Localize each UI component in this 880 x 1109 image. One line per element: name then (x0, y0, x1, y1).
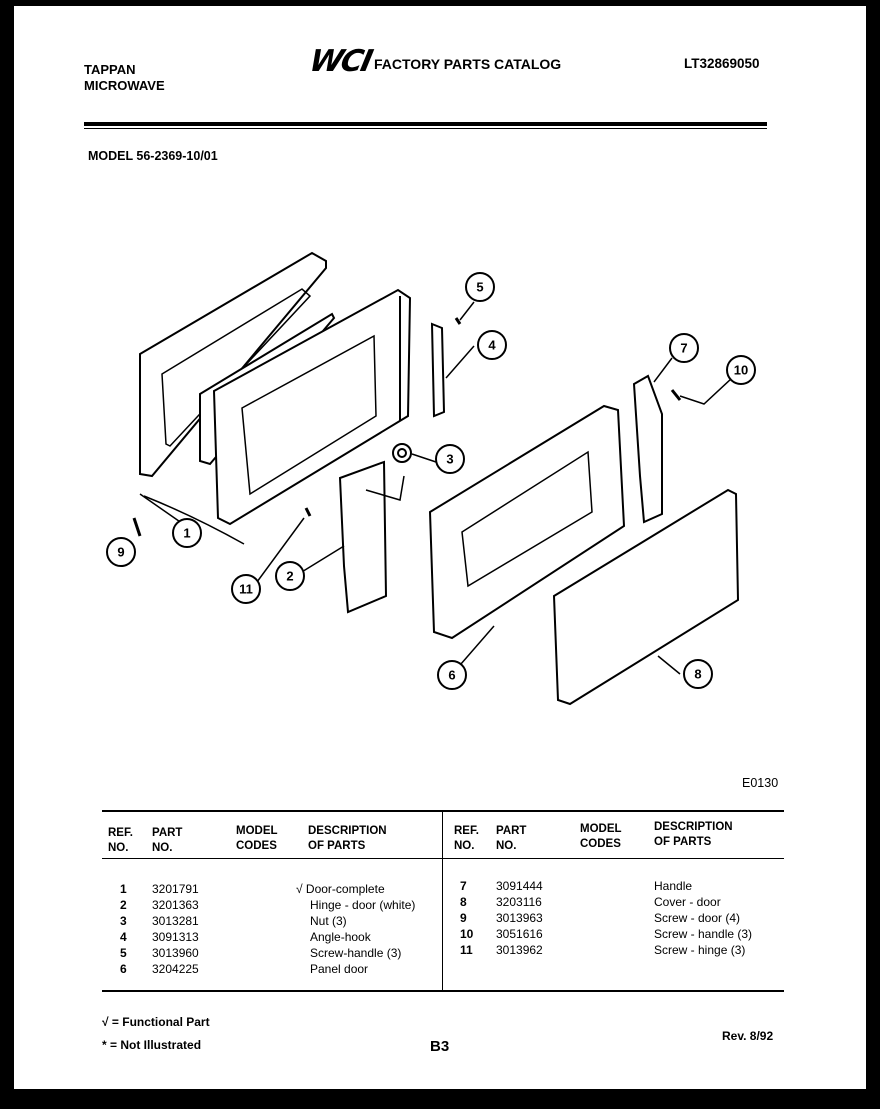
table-cell: 5 (120, 946, 127, 960)
catalog-title: FACTORY PARTS CATALOG (374, 56, 562, 72)
table-cell: 8 (460, 895, 467, 909)
table-cell: 3201791 (152, 882, 199, 896)
table-cell: 3013281 (152, 914, 199, 928)
callout-10 (726, 355, 756, 385)
exploded-diagram: 1 2 3 4 5 6 7 8 9 10 11 (106, 251, 756, 706)
table-cell: 3204225 (152, 962, 199, 976)
table-cell: Hinge - door (white) (310, 898, 416, 912)
callout-11 (231, 574, 261, 604)
callout-1 (172, 518, 202, 548)
brand-block: TAPPAN MICROWAVE (84, 62, 165, 94)
header-rule-thick (84, 122, 767, 126)
right-desc-col: Handle Cover - door Screw - door (4) Scr… (654, 878, 752, 958)
table-cell: Nut (3) (310, 914, 347, 928)
cover-door-part (552, 488, 740, 706)
nut-part (392, 443, 412, 463)
door-outer-frame (139, 251, 327, 478)
callout-9 (106, 537, 136, 567)
table-cell: 11 (460, 943, 473, 957)
right-ref-col: 7 8 9 10 11 (460, 878, 473, 958)
callout-6-label: 6 (448, 668, 455, 683)
table-cell: 3013963 (496, 911, 543, 925)
callout-3-label: 3 (446, 452, 453, 467)
table-cell: 3013960 (152, 946, 199, 960)
table-cell: √ Door-complete (296, 882, 385, 896)
callout-5-label: 5 (476, 280, 483, 295)
model-number: MODEL 56-2369-10/01 (88, 149, 218, 163)
callout-7 (669, 333, 699, 363)
table-header-rule (102, 858, 784, 859)
legend-not-illustrated: * = Not Illustrated (102, 1038, 202, 1052)
table-cell: Angle-hook (310, 930, 371, 944)
page-code: B3 (430, 1038, 450, 1055)
callout-8-label: 8 (694, 667, 701, 682)
col-ref-left: REF.NO. (108, 827, 133, 854)
col-ref-right: REF.NO. (454, 825, 479, 852)
callout-8 (683, 659, 713, 689)
callout-2 (275, 561, 305, 591)
table-cell: 3091444 (496, 879, 543, 893)
callout-9-label: 9 (117, 545, 124, 560)
table-cell: Screw-handle (3) (310, 946, 402, 960)
callout-4-label: 4 (488, 338, 496, 353)
table-cell: 3091313 (152, 930, 199, 944)
handle-part (632, 374, 663, 524)
callout-6 (437, 660, 467, 690)
door-mesh-window (241, 334, 377, 496)
table-cell: 6 (120, 962, 127, 976)
table-cell: 4 (120, 930, 127, 944)
table-cell: 10 (460, 927, 474, 941)
catalog-number: LT32869050 (684, 56, 760, 71)
callout-1-label: 1 (183, 526, 190, 541)
revision: Rev. 8/92 (722, 1029, 774, 1043)
callout-10-label: 10 (734, 363, 748, 378)
table-cell: 9 (460, 911, 467, 925)
table-cell: 3051616 (496, 927, 543, 941)
callout-7-label: 7 (680, 341, 687, 356)
header-rule-thin (84, 128, 767, 129)
panel-door-window (461, 450, 593, 588)
table-top-rule (102, 810, 784, 812)
angle-hook-part (430, 322, 446, 418)
table-cell: 7 (460, 879, 467, 893)
brand-line-1: TAPPAN (84, 62, 136, 77)
table-cell: 3 (120, 914, 127, 928)
figure-code: E0130 (742, 776, 779, 790)
table-divider (442, 812, 443, 990)
callout-5 (465, 272, 495, 302)
left-desc-col: √ Door-complete Hinge - door (white) Nut… (296, 881, 415, 977)
table-cell: Handle (654, 879, 693, 893)
left-ref-col: 1 2 3 4 5 6 (120, 881, 127, 977)
table-cell: Screw - door (4) (654, 911, 741, 925)
table-cell: 2 (120, 898, 127, 912)
table-cell: Screw - handle (3) (654, 927, 753, 941)
catalog-sheet: TAPPAN MICROWAVE WCI FACTORY PARTS CATAL… (14, 6, 866, 1089)
table-cell: 3203116 (496, 895, 542, 909)
table-bottom-rule (102, 990, 784, 992)
callout-3 (435, 444, 465, 474)
table-cell: 1 (120, 882, 127, 896)
legend-functional: √ = Functional Part (102, 1015, 210, 1029)
table-cell: 3013962 (496, 943, 543, 957)
table-cell: Screw - hinge (3) (654, 943, 746, 957)
table-cell: Cover - door (654, 895, 721, 909)
left-part-col: 3201791 3201363 3013281 3091313 3013960 … (152, 881, 199, 977)
callout-4 (477, 330, 507, 360)
brand-line-2: MICROWAVE (84, 78, 165, 93)
callout-11-label: 11 (239, 582, 253, 597)
right-part-col: 3091444 3203116 3013963 3051616 3013962 (496, 878, 543, 958)
table-cell: Panel door (310, 962, 369, 976)
table-cell: 3201363 (152, 898, 199, 912)
callout-2-label: 2 (286, 569, 293, 584)
hinge-part (338, 460, 388, 614)
